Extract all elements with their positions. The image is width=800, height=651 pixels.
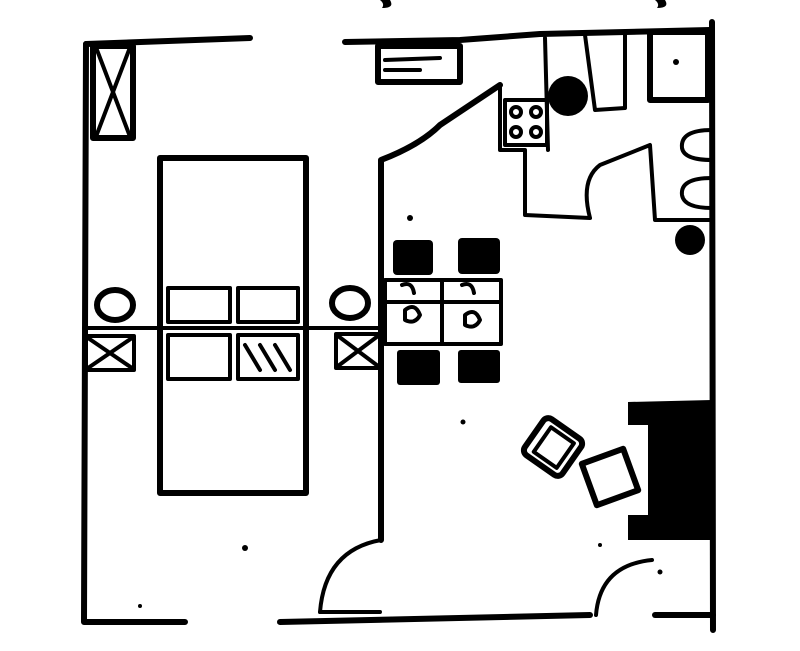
armchair [520, 415, 586, 479]
dining [383, 238, 503, 385]
bed [157, 155, 309, 496]
kitchen [375, 29, 714, 255]
sofa [628, 400, 712, 540]
chair [397, 350, 440, 385]
walls [81, 19, 716, 633]
lamp [94, 287, 136, 323]
doors [318, 538, 654, 617]
nightstand [84, 334, 136, 372]
lamp [329, 285, 371, 321]
sofa-seat [654, 428, 696, 522]
pillow [236, 333, 300, 381]
wardrobe [90, 43, 136, 141]
bathtub [647, 29, 711, 103]
living [520, 400, 712, 540]
toilet [675, 225, 705, 255]
pillow [166, 286, 232, 324]
side-table [578, 445, 642, 509]
cutoff-mark [380, 0, 392, 8]
cutoff-mark [655, 0, 667, 8]
nightstand [334, 332, 382, 370]
bedroom [82, 43, 383, 496]
sink-basin [548, 76, 588, 116]
specks [138, 215, 663, 608]
chair [393, 240, 433, 275]
chair [458, 238, 500, 274]
pillow [166, 333, 232, 381]
stove [503, 98, 549, 147]
sink-counter [375, 43, 463, 85]
pillow [236, 286, 300, 324]
chair [458, 350, 500, 383]
